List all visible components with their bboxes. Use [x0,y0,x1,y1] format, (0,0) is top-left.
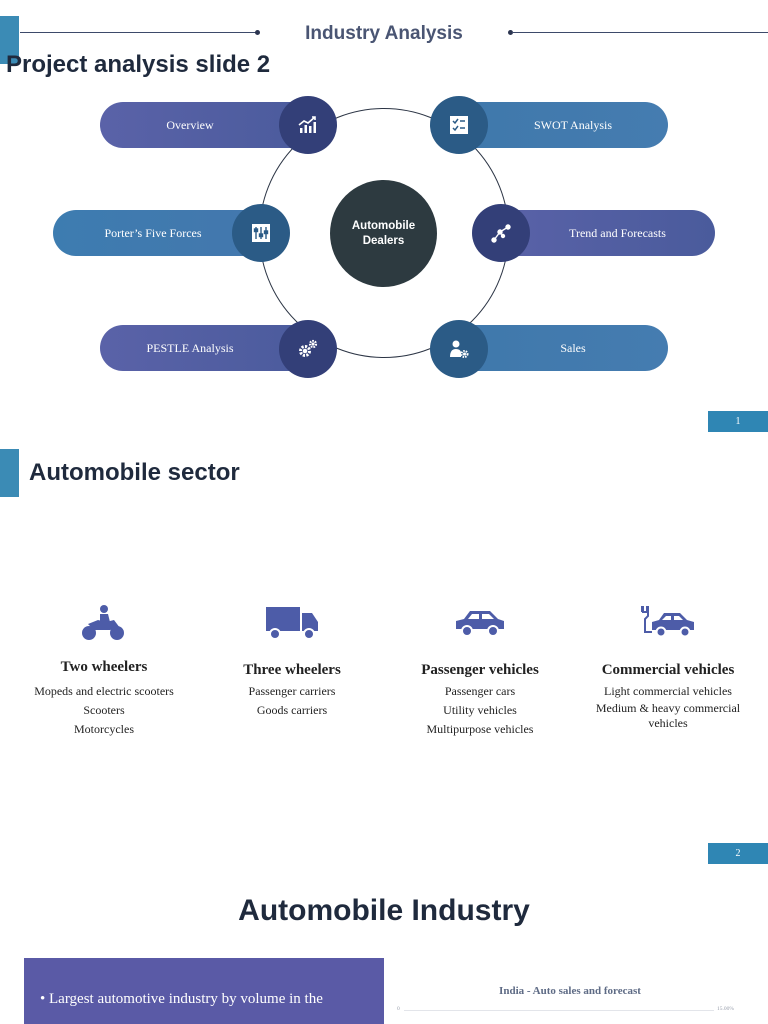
category-list-commercial-vehicles: Light commercial vehicles Medium & heavy… [584,682,752,731]
list-item: Mopeds and electric scooters [34,684,174,698]
chart-title: India - Auto sales and forecast [499,985,641,997]
gears-icon [299,339,318,357]
chart-gridline [404,1010,714,1011]
header-rule-left-dot [255,30,260,35]
slide1-accent-bar [0,16,19,64]
header-rule-right [512,32,768,33]
slide2-page-number: 2 [708,843,768,864]
category-list-two-wheelers: Mopeds and electric scooters Scooters Mo… [20,682,188,739]
category-title-passenger-vehicles: Passenger vehicles [421,662,539,678]
list-item: Scooters [83,703,125,717]
node-sales[interactable] [430,320,488,378]
list-item: Multipurpose vehicles [426,722,534,736]
category-title-two-wheelers: Two wheelers [60,659,148,675]
list-item: Passenger cars [444,684,516,698]
motorbike-icon [82,605,124,640]
slide1-title: Project analysis slide 2 [6,51,271,78]
chart-growth-icon [298,116,316,133]
node-pestle-analysis[interactable] [279,320,337,378]
pill-overview-label: Overview [166,117,214,132]
sliders-icon [252,224,270,242]
list-item: Light commercial vehicles [604,684,732,698]
category-title-commercial-vehicles: Commercial vehicles [601,662,735,678]
bullet-text: Largest automotive industry by volume in… [49,991,323,1007]
category-list-three-wheelers: Passenger carriers Goods carriers [208,682,376,720]
category-title-three-wheelers: Three wheelers [243,662,341,678]
chart-tick-right: 15.00% [717,1006,734,1012]
list-item: Passenger carriers [248,684,336,698]
node-porters-five-forces[interactable] [232,204,290,262]
node-overview[interactable] [279,96,337,154]
trend-nodes-icon [491,224,511,243]
category-list-passenger-vehicles: Passenger cars Utility vehicles Multipur… [396,682,564,739]
slide1-page-number: 1 [708,411,768,432]
header-rule-left [20,32,258,33]
pill-porters-label: Porter’s Five Forces [104,225,202,240]
checklist-icon [450,116,468,134]
node-swot-analysis[interactable] [430,96,488,154]
slide2-accent-bar [0,449,19,497]
pill-swot-label: SWOT Analysis [533,117,613,132]
slide3-title: Automobile Industry [238,894,530,927]
chart-tick-left: 0 [397,1006,400,1012]
list-item: Motorcycles [74,722,134,736]
bullet-dot: • [40,991,50,1007]
list-item: Goods carriers [256,703,328,717]
pill-pestle-label: PESTLE Analysis [146,340,234,355]
bullet-box: • Largest automotive industry by volume … [24,958,384,1024]
header-rule-right-dot [508,30,513,35]
user-gear-icon [450,340,469,358]
list-item: Utility vehicles [443,703,517,717]
hub-label-line2: Dealers [362,234,405,247]
hub-label-line1: Automobile [351,219,416,232]
electric-car-icon [641,606,694,638]
pill-trend-label: Trend and Forecasts [569,225,666,240]
pill-sales-label: Sales [560,340,586,355]
car-icon [456,611,504,637]
list-item: Medium & heavy commercial vehicles [595,701,741,730]
truck-icon [266,607,318,640]
slide2-title: Automobile sector [29,459,240,486]
hub-automobile-dealers: Automobile Dealers [330,180,437,287]
node-trend-and-forecasts[interactable] [472,204,530,262]
header-title: Industry Analysis [305,23,463,44]
